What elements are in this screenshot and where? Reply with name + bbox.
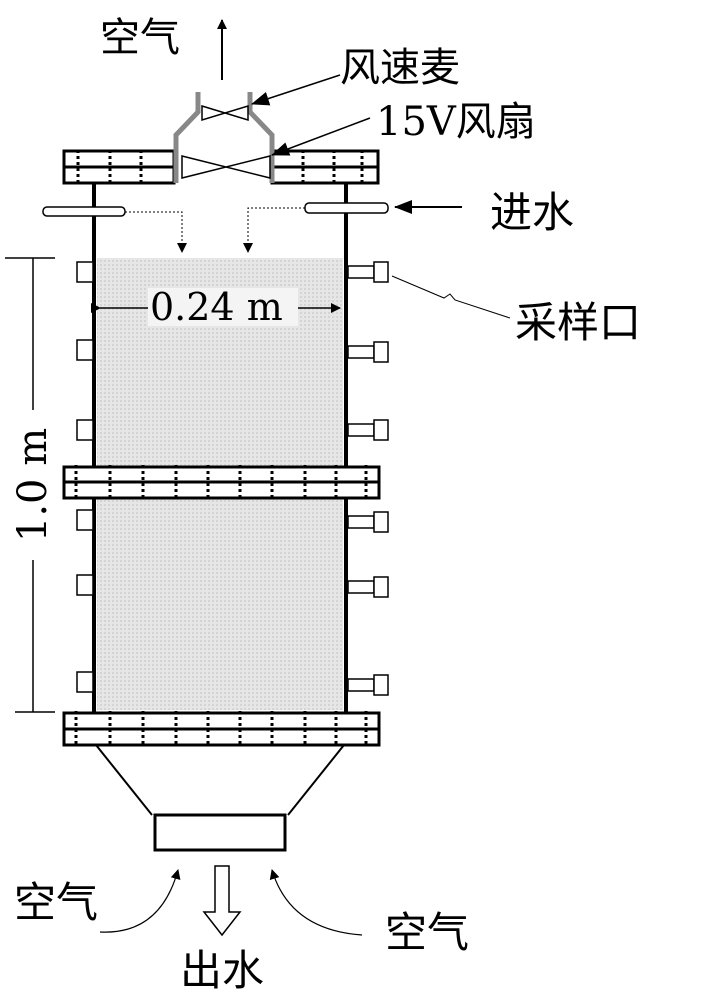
middle-flange — [62, 465, 381, 500]
ports-left — [76, 261, 94, 693]
inlet-pipe-right — [304, 202, 389, 214]
fan-label: 15V风扇 — [376, 99, 536, 145]
air-inlet-right-label: 空气 — [385, 908, 470, 957]
packing-lower — [97, 498, 343, 710]
height-label-bg — [10, 410, 56, 560]
fan-icon — [181, 155, 271, 179]
anemometer-label: 风速麦 — [340, 45, 460, 91]
bottom-flange — [62, 711, 381, 747]
sampling-leader — [391, 275, 511, 319]
sampling-ports-right — [347, 261, 389, 696]
anemometer-leader — [251, 74, 341, 106]
air-in-right-arrow — [269, 869, 363, 936]
anemometer-icon — [201, 104, 249, 122]
air-inlet-left-label: 空气 — [14, 878, 99, 927]
inlet-pipe-left — [42, 206, 126, 217]
air-outlet-label: 空气 — [100, 15, 180, 61]
fan-leader — [271, 117, 371, 156]
outlet — [153, 813, 287, 852]
bottom-funnel — [95, 744, 345, 816]
width-label-bg — [148, 288, 298, 326]
diameter-label: 0.24 m — [150, 285, 283, 329]
sampling-port-label: 采样口 — [515, 298, 642, 347]
air-in-left-arrow — [99, 869, 181, 933]
water-out-arrow — [202, 865, 242, 937]
water-inlet-label: 进水 — [490, 188, 575, 237]
spray-left — [125, 211, 187, 253]
fan-duct — [173, 92, 275, 183]
spray-right — [243, 207, 305, 253]
height-label: 1.0 m — [10, 427, 56, 543]
water-outlet-label: 出水 — [180, 946, 265, 995]
